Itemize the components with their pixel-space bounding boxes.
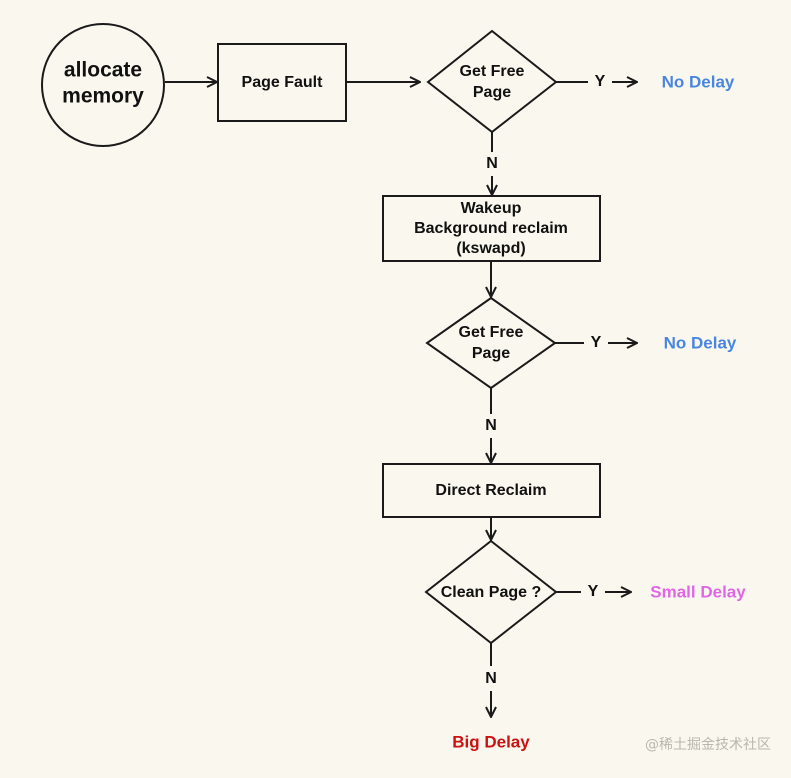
direct-reclaim-label: Direct Reclaim <box>435 482 546 499</box>
d2-no-label: N <box>485 417 497 434</box>
start-label-line2: memory <box>62 85 144 108</box>
d1-yes-label: Y <box>595 73 606 90</box>
decision3-node: Clean Page ? <box>424 539 558 645</box>
direct-reclaim-node: Direct Reclaim <box>382 463 601 518</box>
decision1-node: Get Free Page <box>426 29 558 134</box>
d1-no-label: N <box>486 155 498 172</box>
decision2-label-line1: Get Free <box>459 324 524 341</box>
outcome-no-delay-2: No Delay <box>664 333 737 352</box>
outcome-big-delay: Big Delay <box>452 732 530 751</box>
page-fault-node: Page Fault <box>217 43 347 122</box>
page-fault-label: Page Fault <box>242 74 324 91</box>
outcome-small-delay: Small Delay <box>650 582 746 601</box>
d2-yes-label: Y <box>591 334 602 351</box>
watermark: @稀土掘金技术社区 <box>645 737 771 753</box>
outcome-no-delay-1: No Delay <box>662 72 735 91</box>
decision1-label-line2: Page <box>473 84 511 101</box>
wakeup-label-line2: Background reclaim <box>414 220 568 237</box>
start-label-line1: allocate <box>64 59 142 82</box>
d3-no-label: N <box>485 670 497 687</box>
d3-yes-label: Y <box>588 583 599 600</box>
wakeup-label-line1: Wakeup <box>461 200 522 217</box>
decision2-label-line2: Page <box>472 345 510 362</box>
decision3-label: Clean Page ? <box>441 584 541 601</box>
decision1-label-line1: Get Free <box>460 63 525 80</box>
decision2-node: Get Free Page <box>425 296 557 390</box>
start-node: allocate memory <box>41 23 165 147</box>
wakeup-node: Wakeup Background reclaim (kswapd) <box>382 195 601 262</box>
wakeup-label-line3: (kswapd) <box>456 240 525 257</box>
